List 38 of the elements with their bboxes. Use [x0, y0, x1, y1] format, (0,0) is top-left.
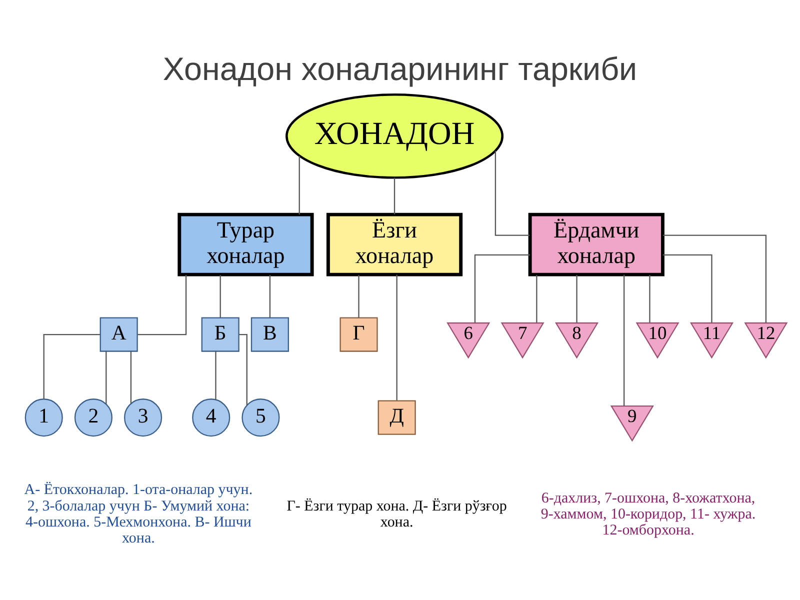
node-circle: 3 [124, 398, 162, 436]
connector [239, 333, 248, 405]
node-box: Ёзги хоналар [326, 212, 463, 276]
connector [269, 274, 271, 318]
node-box: Турар хоналар [178, 212, 314, 276]
node-box: Г [340, 316, 378, 352]
node-circle: 5 [242, 398, 280, 436]
connector [662, 254, 712, 322]
connector [576, 274, 578, 322]
node-circle: 2 [74, 398, 112, 436]
node-circle: 4 [192, 398, 230, 436]
connector [474, 254, 530, 322]
connector [396, 274, 398, 400]
connector [662, 234, 767, 322]
connector [130, 350, 132, 404]
diagram-title: Хонадон хоналарининг таркиби [162, 50, 638, 87]
node-box: Д [378, 400, 416, 434]
connector [215, 350, 216, 400]
node-circle: 1 [24, 398, 63, 436]
connector [43, 333, 100, 398]
label: А- Ётокхоналар. 1-ота-оналар учун. 2, 3-болалар учун Б- Умумий хона: 4-ошхона. 5-Мехмонхона. В- Ишчи хона. [24, 482, 253, 546]
connector [536, 274, 538, 322]
node-box: Б [201, 316, 240, 352]
connector [494, 150, 530, 236]
connector [220, 274, 221, 318]
connector [298, 156, 300, 214]
connector [623, 274, 625, 406]
label: Г- Ёзги турар хона. Д- Ёзги рўзғор хона. [286, 498, 507, 530]
node-box: В [250, 316, 289, 352]
node-box: А [100, 316, 138, 352]
connector [138, 274, 187, 335]
node-ellipse: ХОНАДОН [286, 92, 504, 178]
connector [649, 274, 650, 322]
connector [358, 274, 360, 318]
node-box: Ёрдамчи хоналар [528, 212, 664, 276]
connector [106, 350, 107, 404]
label: 6-дахлиз, 7-ошхона, 8-хожатхона, 9-хаммом, 10-коридор, 11- хужра. 12-омборхона. [540, 490, 756, 538]
connector [394, 177, 396, 214]
